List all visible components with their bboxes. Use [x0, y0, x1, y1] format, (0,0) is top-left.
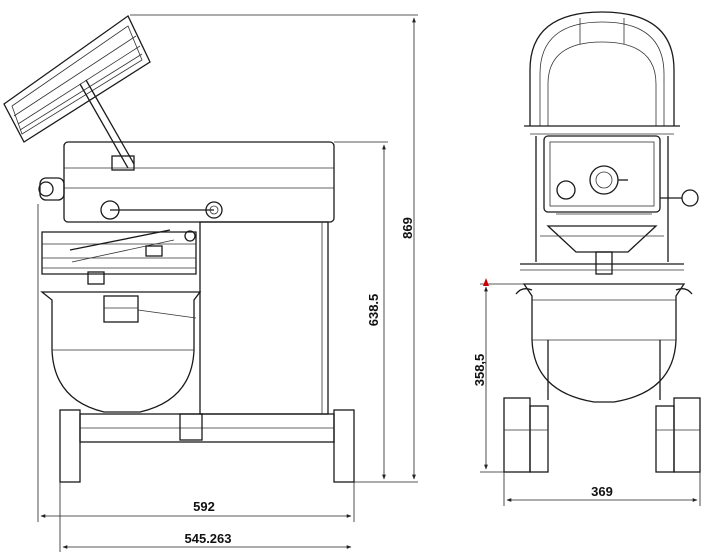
front-bowl: [515, 283, 693, 403]
dim-label-front-base-width: 369: [591, 484, 613, 499]
dim-label-bowl-rim-height: 358,5: [472, 354, 487, 387]
dim-label-base-width: 545.263: [185, 531, 232, 546]
side-bowl-guard: [41, 229, 197, 285]
front-view: 358,5 369: [472, 11, 701, 506]
dim-label-total-height: 869: [400, 217, 415, 239]
dim-total-height: 869: [130, 14, 418, 483]
side-head: [38, 141, 335, 242]
side-bowl: [40, 291, 202, 413]
side-guard: [3, 15, 151, 169]
red-marker: [483, 278, 489, 286]
front-head: [535, 135, 699, 262]
dim-base-width: 545.263: [59, 482, 352, 552]
side-base: [59, 409, 355, 483]
front-legs: [503, 397, 701, 473]
side-column: [199, 221, 329, 415]
dim-overall-width: 592: [37, 204, 355, 522]
dim-bowl-rim-height: 358,5: [472, 278, 524, 473]
dim-body-height: 638.5: [334, 141, 388, 480]
front-hub: [520, 213, 684, 275]
dim-label-overall-width: 592: [193, 499, 215, 514]
side-view: 869 638.5 592 545.263: [3, 14, 418, 552]
front-guard: [524, 11, 680, 135]
dim-label-body-height: 638.5: [366, 294, 381, 327]
dim-front-base-width: 369: [503, 472, 701, 506]
